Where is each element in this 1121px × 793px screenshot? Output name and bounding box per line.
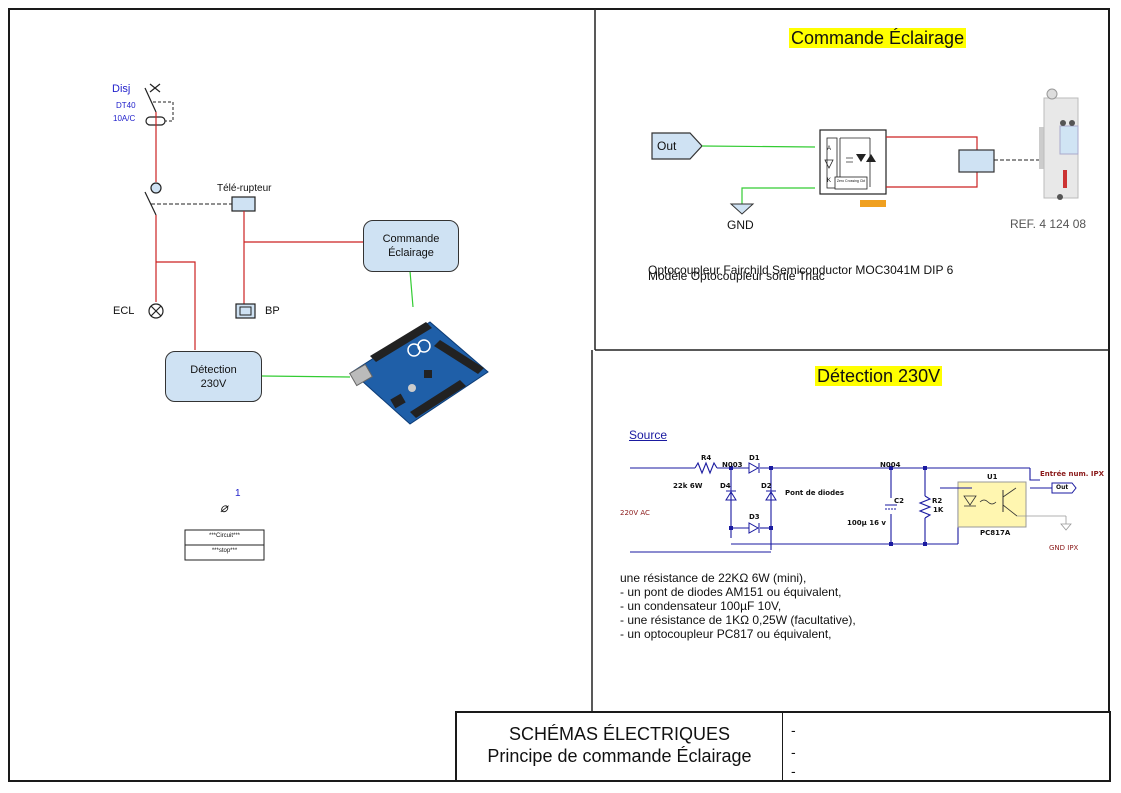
opto-caption-2: Modèle Optocoupleur sortie Triac [648, 269, 825, 283]
breaker-label: Disj [112, 83, 131, 95]
parts-list-item: - un condensateur 100µF 10V, [620, 599, 782, 613]
u1-name: U1 [987, 473, 998, 481]
r2-name: R2 [932, 497, 943, 505]
breaker-symbol [144, 83, 174, 126]
out-tag-label: Out [1056, 484, 1069, 491]
telerupteur-label: Télé-rupteur [217, 183, 272, 194]
title-block-field: - [791, 763, 796, 779]
stop-row: ***stop*** [211, 548, 238, 554]
out-port-label: Out [657, 139, 677, 153]
source-link[interactable]: Source [629, 428, 668, 442]
out-tag-symbol [1051, 482, 1077, 494]
lamp-label: ECL [113, 305, 135, 317]
gnd-label: GND [727, 218, 754, 232]
c2-value: 100µ 16 v [847, 519, 886, 527]
r4-value: 22k 6W [673, 482, 703, 490]
commande-eclairage-block[interactable]: Commande Éclairage [363, 220, 459, 272]
marker-symbol: ⌀ [220, 500, 228, 515]
parts-list: une résistance de 22KΩ 6W (mini), - un p… [620, 571, 856, 641]
telerupteur-device-image [1039, 88, 1079, 200]
diode-d4 [725, 491, 737, 501]
node-n004: N004 [880, 461, 901, 469]
marker-number: 1 [235, 488, 241, 499]
moc3041-optocoupler [819, 129, 887, 195]
title-block: SCHÉMAS ÉLECTRIQUES Principe de commande… [455, 711, 1111, 782]
diode-d2-label: D2 [761, 482, 772, 490]
opto-pin-a: A [827, 146, 832, 152]
out-port-symbol [651, 132, 703, 160]
diode-d3 [748, 522, 760, 534]
title-block-main: SCHÉMAS ÉLECTRIQUES Principe de commande… [457, 713, 783, 780]
title-block-field: - [791, 722, 796, 738]
r2-value: 1K [933, 506, 944, 514]
device-reference: REF. 4 124 08 [1010, 217, 1087, 231]
ground-symbol [729, 203, 755, 215]
lamp-symbol [148, 303, 164, 319]
breaker-model: DT40 [116, 101, 136, 110]
commande-title: Commande Éclairage [789, 28, 967, 49]
detection-230v-block[interactable]: Détection 230V [165, 351, 262, 402]
c2-name: C2 [894, 497, 905, 505]
title-block-field: - [791, 744, 796, 760]
push-button-symbol [235, 303, 256, 319]
relay-coil [958, 149, 995, 173]
u1-part: PC817A [980, 529, 1011, 537]
input-label: Entrée num. IPX [1040, 470, 1104, 478]
drawing-title: SCHÉMAS ÉLECTRIQUES [508, 724, 731, 744]
title-block-fields: - - - [791, 719, 796, 779]
opto-zero-crossing-label: Zero Crossing Ckt [836, 179, 866, 183]
detection-title: Détection 230V [815, 366, 943, 387]
arduino-board-image [349, 321, 489, 425]
opto-caption-1: Optocoupleur Fairchild Semiconductor MOC… [648, 263, 954, 277]
r4-name: R4 [701, 454, 712, 462]
diode-d1 [748, 462, 760, 474]
detection-title-text: Détection 230V [815, 366, 943, 386]
button-label: BP [265, 305, 280, 317]
diode-d3-label: D3 [749, 513, 760, 521]
target-logo [860, 200, 886, 207]
opto-pin-k: K [827, 178, 832, 184]
ac-source-label: 220V AC [620, 509, 650, 517]
circuit-row: ***Circuit*** [208, 533, 240, 539]
parts-list-item: - un pont de diodes AM151 ou équivalent, [620, 585, 842, 599]
breaker-rating: 10A/C [113, 114, 136, 123]
node-n003: N003 [722, 461, 743, 469]
gnd-ipx-label: GND IPX [1049, 544, 1079, 552]
telerupteur-contact [144, 182, 256, 216]
bridge-label: Pont de diodes [785, 489, 845, 497]
drawing-subtitle: Principe de commande Éclairage [487, 746, 752, 766]
parts-list-item: - une résistance de 1KΩ 0,25W (facultati… [620, 613, 856, 627]
pc817-optocoupler [940, 481, 1072, 531]
parts-list-item: - un optocoupleur PC817 ou équivalent, [620, 627, 832, 641]
diode-d1-label: D1 [749, 454, 760, 462]
commande-title-text: Commande Éclairage [789, 28, 967, 48]
diode-d4-label: D4 [720, 482, 731, 490]
parts-list-item: une résistance de 22KΩ 6W (mini), [620, 571, 807, 585]
diode-d2 [765, 491, 777, 501]
